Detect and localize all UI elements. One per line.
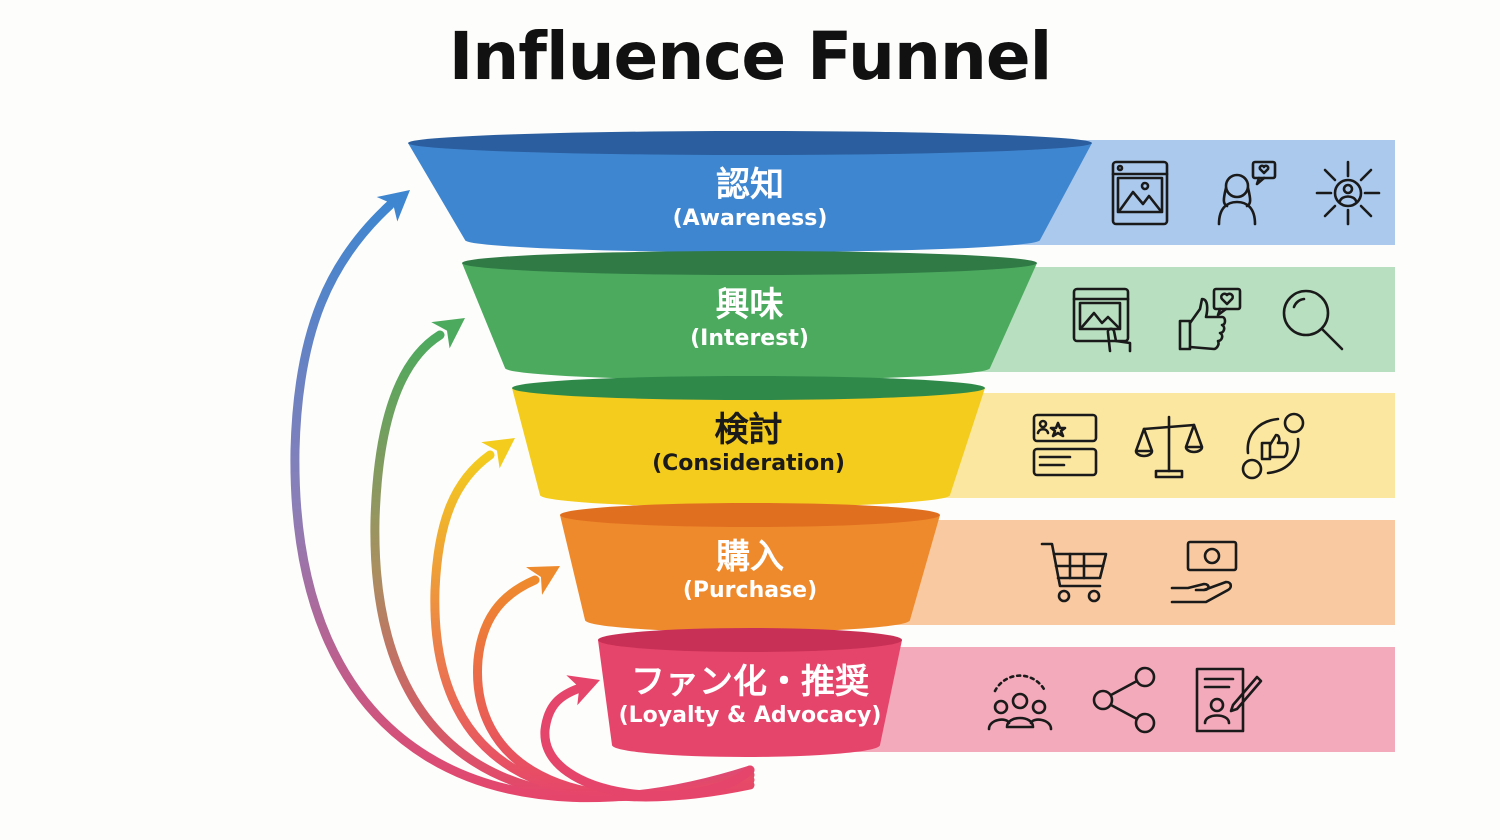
community-icon	[985, 665, 1055, 735]
funnel-stage	[408, 143, 1092, 252]
stage-name-jp: ファン化・推奨	[631, 662, 869, 702]
funnel-rim	[560, 503, 940, 527]
stage-band	[870, 520, 1395, 625]
funnel-rim	[512, 376, 985, 400]
share-icon	[1089, 665, 1159, 735]
arrowhead-icon	[526, 566, 560, 595]
stage-band	[840, 647, 1395, 752]
stage-label: 購入(Purchase)	[500, 537, 1000, 605]
stage-name-en: (Consideration)	[652, 451, 845, 476]
stage-name-en: (Awareness)	[672, 206, 828, 231]
stage-name-jp: 購入	[716, 537, 784, 577]
reach-broadcast-icon	[1313, 158, 1383, 228]
funnel-stage	[598, 640, 902, 757]
stage-name-jp: 認知	[716, 165, 784, 205]
search-icon	[1278, 285, 1348, 355]
influencer-icon	[1209, 158, 1279, 228]
social-post-icon	[1105, 158, 1175, 228]
funnel-stage	[462, 263, 1037, 380]
funnel-rim	[598, 628, 902, 652]
arrowhead-icon	[431, 318, 465, 349]
stage-name-en: (Purchase)	[682, 578, 818, 603]
stage-icons	[985, 665, 1263, 735]
funnel-rim	[408, 131, 1092, 155]
payment-icon	[1170, 538, 1240, 608]
funnel-stage	[560, 515, 940, 632]
arrowhead-icon	[566, 675, 600, 706]
like-thumbs-up-icon	[1174, 285, 1244, 355]
stage-name-jp: 興味	[715, 285, 784, 325]
stage-icons	[1040, 538, 1240, 608]
arrowhead-icon	[481, 438, 515, 469]
referral-cycle-icon	[1238, 411, 1308, 481]
feedback-arrow	[540, 683, 755, 801]
stage-name-en: (Interest)	[690, 326, 809, 351]
stage-icons	[1070, 285, 1348, 355]
funnel-rim	[462, 251, 1037, 275]
funnel-stage	[512, 388, 985, 507]
stage-label: 興味(Interest)	[500, 285, 1000, 353]
click-content-icon	[1070, 285, 1140, 355]
compare-scale-icon	[1134, 411, 1204, 481]
stage-band	[910, 393, 1395, 498]
stage-name-jp: 検討	[714, 410, 783, 450]
shopping-cart-icon	[1040, 538, 1110, 608]
stage-label: 認知(Awareness)	[500, 165, 1000, 233]
stage-icons	[1105, 158, 1383, 228]
stage-label: ファン化・推奨(Loyalty & Advocacy)	[500, 662, 1000, 730]
arrowhead-icon	[376, 190, 410, 222]
stage-icons	[1030, 411, 1308, 481]
stage-name-en: (Loyalty & Advocacy)	[618, 703, 882, 728]
stage-label: 検討(Consideration)	[499, 410, 999, 478]
diagram-title: Influence Funnel	[448, 18, 1053, 95]
testimonial-icon	[1193, 665, 1263, 735]
reviews-icon	[1030, 411, 1100, 481]
